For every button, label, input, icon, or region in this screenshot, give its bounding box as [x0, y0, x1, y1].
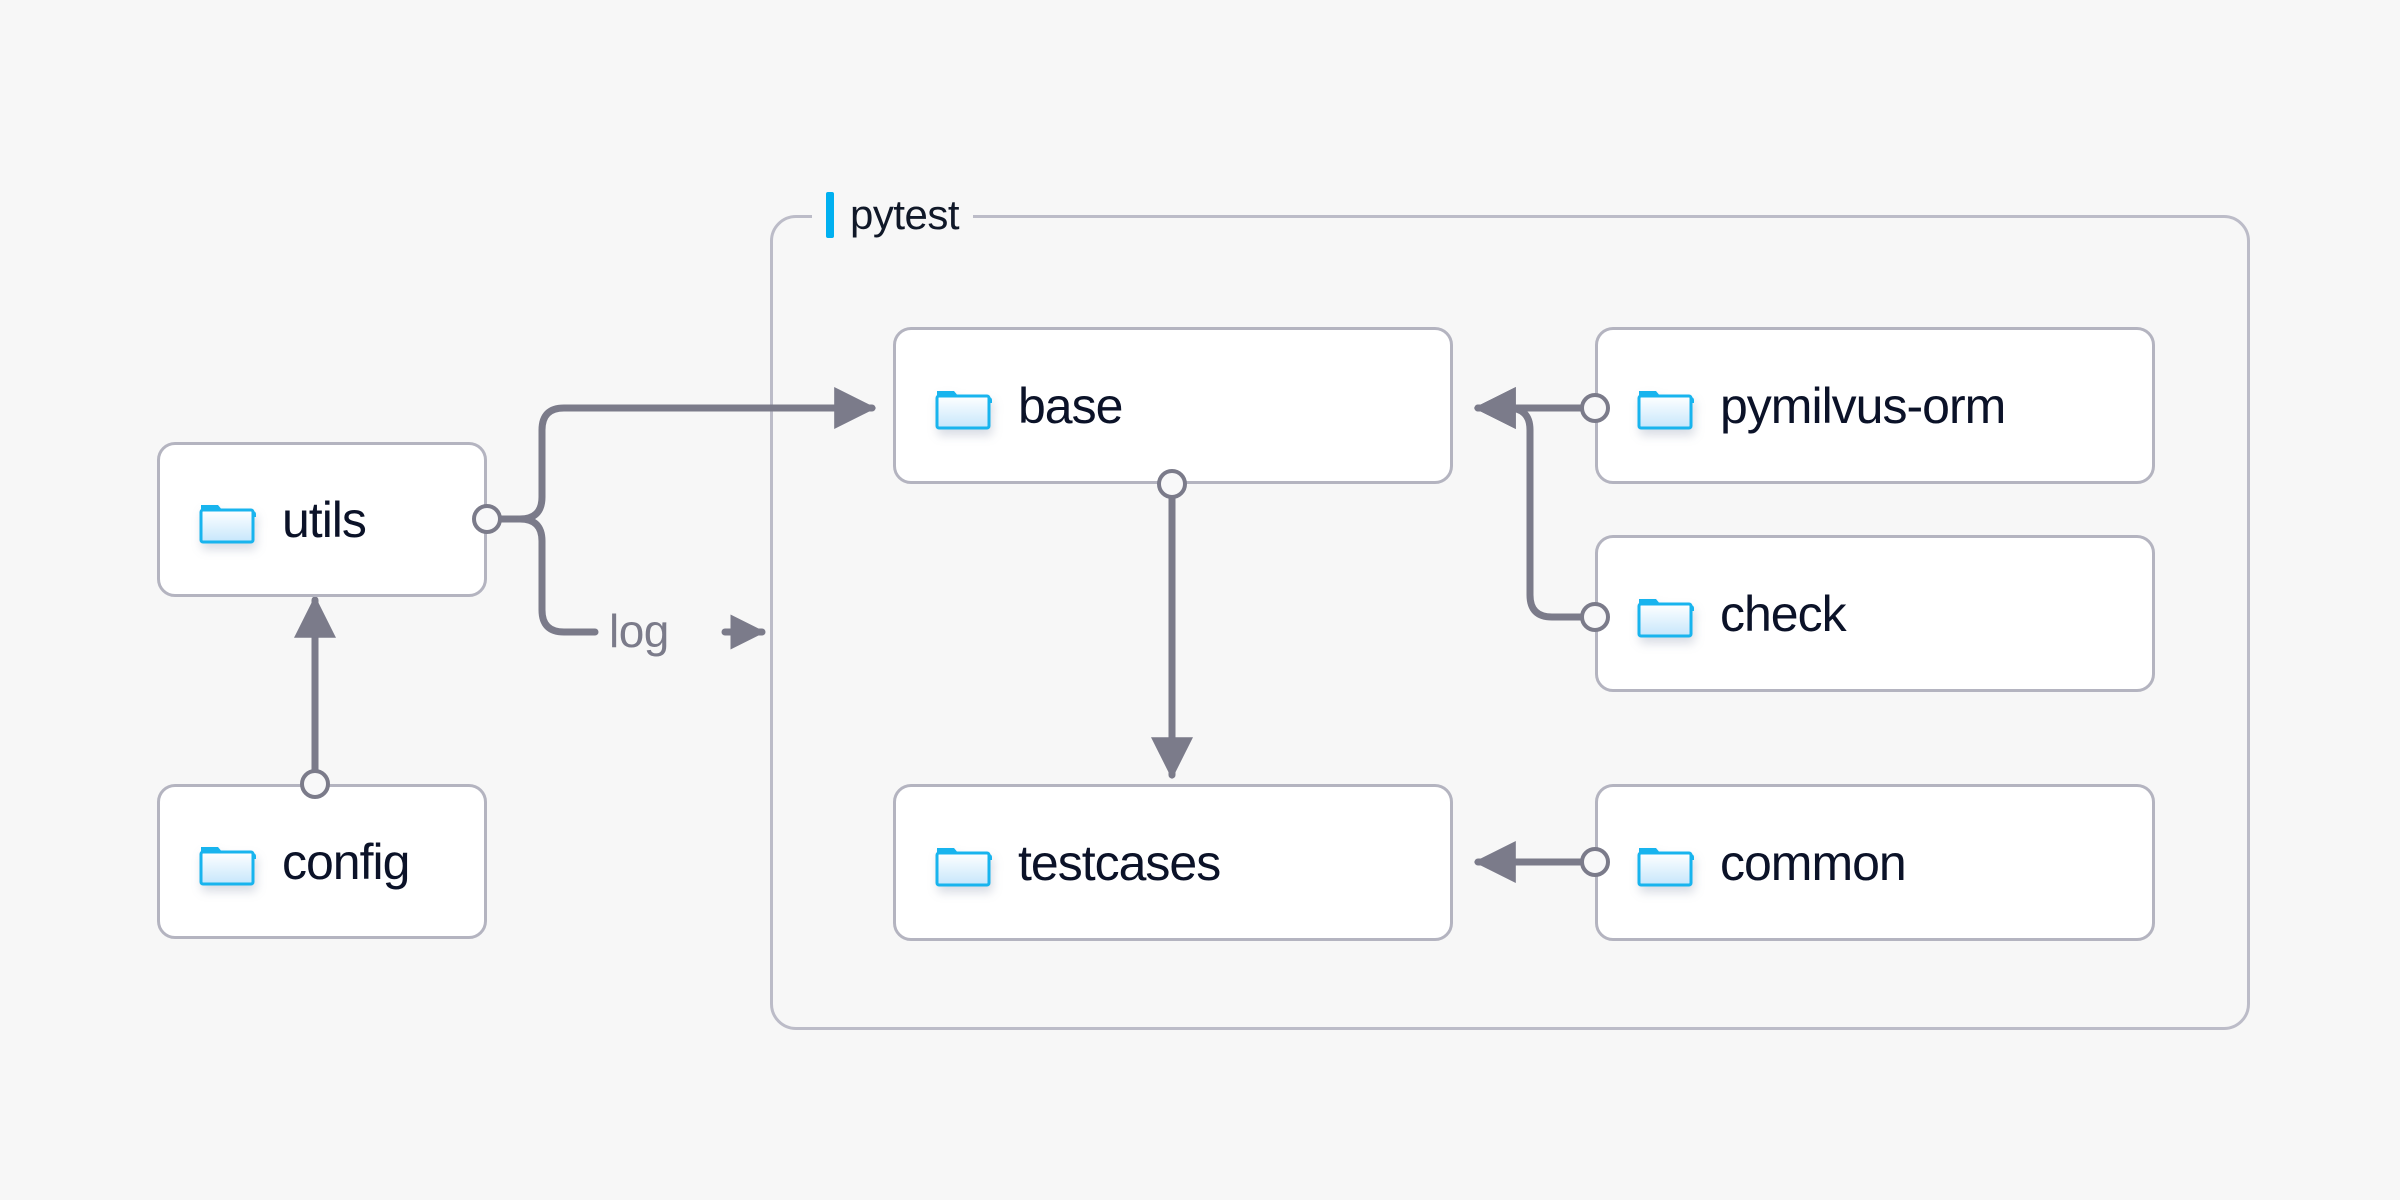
- group-pytest-label: pytest: [812, 188, 974, 242]
- group-title: pytest: [850, 191, 960, 238]
- edge-label-log: log: [603, 608, 675, 654]
- node-pymilvus-orm[interactable]: pymilvus-orm: [1595, 327, 2155, 484]
- node-base[interactable]: base: [893, 327, 1453, 484]
- port-pymilvus-orm-left[interactable]: [1580, 393, 1610, 423]
- node-label: check: [1720, 585, 1847, 642]
- folder-icon: [935, 847, 992, 886]
- node-config[interactable]: config: [157, 784, 487, 939]
- folder-icon: [199, 846, 256, 885]
- node-testcases[interactable]: testcases: [893, 784, 1453, 941]
- port-utils-right[interactable]: [472, 504, 502, 534]
- folder-icon: [199, 504, 256, 543]
- node-label: utils: [282, 491, 367, 548]
- port-base-bottom[interactable]: [1157, 469, 1187, 499]
- folder-icon: [935, 390, 992, 429]
- group-pytest: [770, 215, 2250, 1030]
- node-label: base: [1018, 377, 1123, 434]
- node-label: config: [282, 833, 410, 890]
- port-common-left[interactable]: [1580, 847, 1610, 877]
- node-common[interactable]: common: [1595, 784, 2155, 941]
- folder-icon: [1637, 598, 1694, 637]
- node-label: testcases: [1018, 834, 1221, 891]
- folder-icon: [1637, 390, 1694, 429]
- group-accent-bar: [826, 192, 834, 238]
- port-check-left[interactable]: [1580, 602, 1610, 632]
- edge-utils-to-log: [516, 515, 599, 636]
- port-config-top[interactable]: [300, 769, 330, 799]
- folder-icon: [1637, 847, 1694, 886]
- node-label: pymilvus-orm: [1720, 377, 2006, 434]
- node-check[interactable]: check: [1595, 535, 2155, 692]
- node-label: common: [1720, 834, 1907, 891]
- node-utils[interactable]: utils: [157, 442, 487, 597]
